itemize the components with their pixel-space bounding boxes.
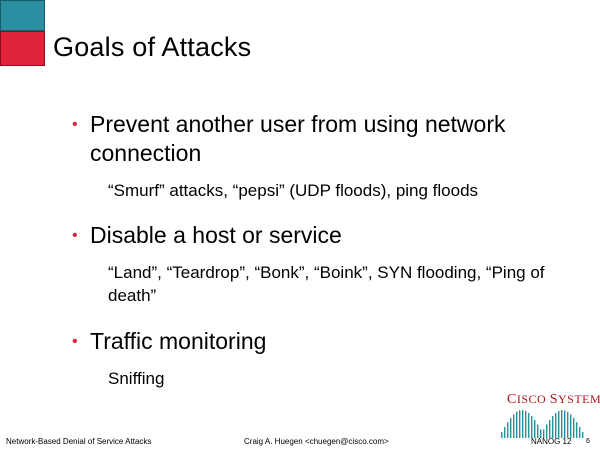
logo-bar (567, 411, 569, 438)
logo-bar (540, 429, 542, 438)
logo-bar (579, 426, 581, 438)
logo-bar (507, 422, 509, 438)
sub-bullet-text: “Land”, “Teardrop”, “Bonk”, “Boink”, SYN… (108, 263, 545, 305)
logo-wordmark: CISCO SYSTEMS (507, 392, 600, 407)
logo-bar (516, 411, 518, 438)
logo-bar (531, 416, 533, 438)
page-number: 6 (586, 438, 590, 445)
corner-block-red (0, 31, 45, 66)
logo-bar (558, 410, 560, 438)
logo-bar (561, 410, 563, 438)
corner-block-teal (0, 0, 45, 31)
bullet-text: Disable a host or service (90, 222, 342, 248)
cisco-systems-logo: CISCO SYSTEMS (498, 392, 600, 440)
bullet-item: • Prevent another user from using networ… (72, 110, 572, 168)
logo-bar (504, 426, 506, 438)
bullet-dot-icon: • (72, 227, 78, 244)
slide-title: Goals of Attacks (53, 32, 252, 62)
logo-bar (546, 424, 548, 438)
logo-bar (534, 419, 536, 438)
logo-bar (528, 412, 530, 438)
logo-bar (570, 414, 572, 438)
logo-bar (510, 417, 512, 438)
footer-left-text: Network-Based Denial of Service Attacks (6, 437, 152, 446)
footer-event: NANOG 12 (531, 437, 572, 446)
sub-bullet-text: “Smurf” attacks, “pepsi” (UDP floods), p… (108, 181, 479, 200)
logo-bar (552, 416, 554, 438)
bullet-item: • Disable a host or service (72, 221, 572, 250)
logo-bridge-bars-icon (501, 410, 584, 438)
logo-bar (576, 422, 578, 438)
bullet-text: Prevent another user from using network … (90, 111, 506, 166)
logo-bar (564, 410, 566, 438)
logo-bar (582, 432, 584, 438)
logo-bar (543, 429, 545, 438)
sub-bullet-text: Sniffing (108, 369, 165, 388)
logo-bar (573, 417, 575, 438)
logo-bar (525, 410, 527, 438)
bullet-text: Traffic monitoring (90, 328, 267, 354)
logo-bar (513, 414, 515, 438)
footer-author: Craig A. Huegen <chuegen@cisco.com> (244, 437, 389, 446)
logo-bar (501, 432, 503, 438)
logo-bar (555, 412, 557, 438)
logo-bar (549, 419, 551, 438)
bullet-dot-icon: • (72, 333, 78, 350)
bullet-dot-icon: • (72, 116, 78, 133)
logo-bar (519, 410, 521, 438)
logo-bar (537, 424, 539, 438)
bullet-item: • Traffic monitoring (72, 327, 572, 356)
logo-bar (522, 410, 524, 438)
slide-content: • Prevent another user from using networ… (72, 110, 572, 390)
